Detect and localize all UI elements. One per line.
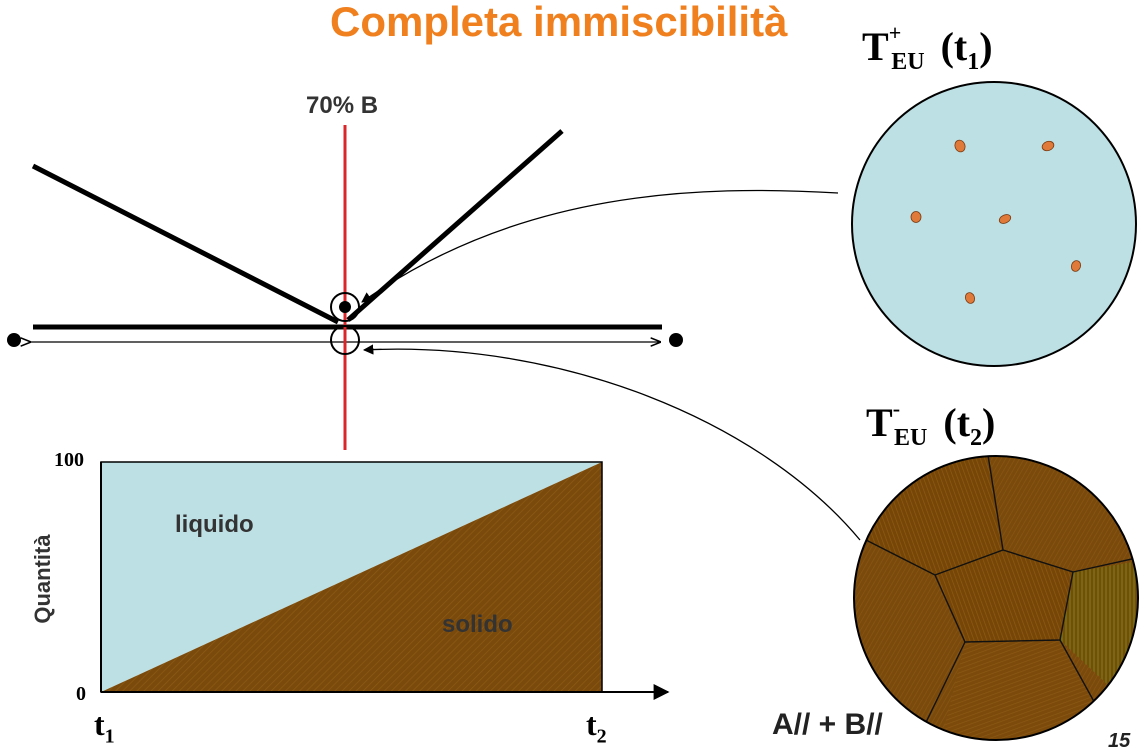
- endpoint-b-dot: [669, 333, 683, 347]
- upper-marker-ring: [330, 292, 360, 322]
- slide-title: Completa immiscibilità: [330, 0, 788, 45]
- liquidus-line-left: [31, 163, 340, 325]
- composition-label: 70% B: [306, 92, 379, 119]
- series-area-solido: [101, 462, 602, 692]
- connector-arrow-bottom: [362, 344, 861, 541]
- endpoint-a-dot: [7, 333, 21, 347]
- liquid-microstructure: [851, 81, 1137, 367]
- y-tick-label-0: 0: [76, 683, 86, 705]
- liquidus-line-right: [346, 129, 564, 322]
- nucleus-1: [954, 139, 966, 153]
- phase-caption: A// + B//: [772, 708, 883, 741]
- region-label-liquido: liquido: [175, 511, 254, 538]
- nucleus-6: [964, 292, 976, 304]
- y-tick-label-100: 100: [54, 449, 84, 471]
- solid-microstructure-outline: [853, 455, 1139, 741]
- upper-marker-dot: [339, 301, 351, 313]
- x-tick-label-t2: t2: [586, 706, 607, 748]
- lower-marker-ring: [330, 325, 360, 355]
- x-tick-label-t1: t1: [94, 706, 115, 748]
- solid-microstructure: [854, 456, 1138, 740]
- slide-number: 15: [1108, 730, 1131, 752]
- nucleus-5: [1070, 260, 1082, 272]
- bottom-state-label: T-EU (t2): [866, 396, 996, 451]
- quantity-chart: [100, 461, 670, 700]
- grain-center: [935, 550, 1073, 642]
- y-axis-label: Quantità: [30, 534, 55, 624]
- crystal-nuclei: [910, 139, 1082, 304]
- connector-arrow-top: [361, 189, 839, 303]
- top-state-label: T+EU (t1): [862, 20, 993, 75]
- region-label-solido: solido: [442, 611, 513, 638]
- nucleus-3: [910, 211, 922, 223]
- nucleus-2: [1041, 140, 1055, 152]
- nucleus-4: [998, 214, 1012, 224]
